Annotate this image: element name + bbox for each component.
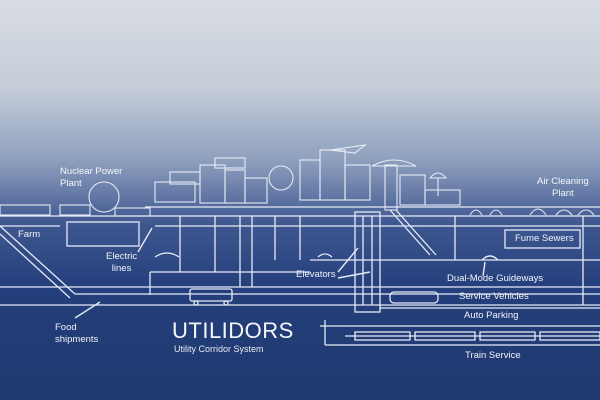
label-line: Plant: [60, 178, 82, 189]
label-line: lines: [111, 263, 132, 274]
label-nuclear-power-plant: Nuclear Power Plant: [60, 166, 122, 190]
label-line: Food: [55, 322, 77, 333]
diagram-subtitle: Utility Corridor System: [174, 344, 264, 354]
label-dual-mode-guideways: Dual-Mode Guideways: [447, 273, 544, 284]
label-air-cleaning-plant: Air Cleaning Plant: [537, 176, 589, 200]
label-line: Nuclear Power: [60, 166, 123, 177]
label-auto-parking: Auto Parking: [464, 310, 519, 321]
label-service-vehicles: Service Vehicles: [459, 291, 529, 302]
corridor-levels: [0, 206, 600, 346]
leader-lines: [74, 227, 486, 319]
label-line: Air Cleaning: [537, 176, 589, 187]
label-line: Plant: [552, 188, 574, 199]
label-fume-sewers: Fume Sewers: [515, 233, 574, 244]
label-elevators: Elevators: [296, 269, 336, 280]
label-line: Electric: [106, 251, 138, 262]
label-farm: Farm: [18, 229, 41, 240]
label-train-service: Train Service: [465, 350, 521, 361]
diagram-title: UTILIDORS: [172, 318, 294, 343]
label-line: shipments: [55, 334, 99, 345]
label-food-shipments: Food shipments: [55, 322, 98, 346]
label-electric-lines: Electric lines: [106, 251, 137, 275]
city-skyline: [0, 144, 595, 217]
